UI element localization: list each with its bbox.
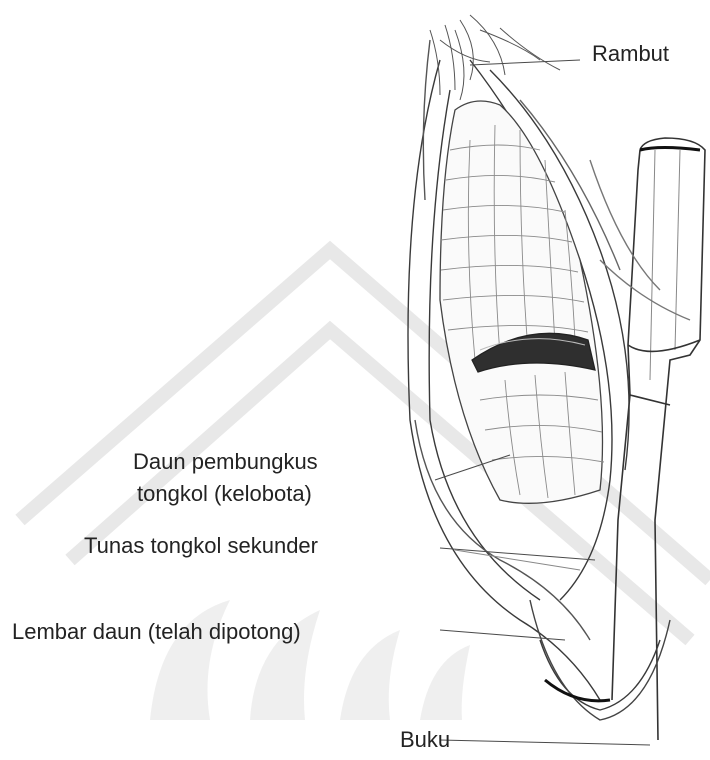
label-buku: Buku — [400, 726, 450, 754]
label-rambut: Rambut — [592, 40, 669, 68]
label-daun-pembungkus-line2: tongkol (kelobota) — [137, 480, 312, 508]
stalk — [612, 138, 705, 740]
label-daun-pembungkus-line1: Daun pembungkus — [133, 448, 318, 476]
cob — [440, 101, 604, 503]
label-lembar-daun: Lembar daun (telah dipotong) — [12, 618, 301, 646]
label-tunas-tongkol: Tunas tongkol sekunder — [84, 532, 318, 560]
silk — [430, 15, 560, 100]
